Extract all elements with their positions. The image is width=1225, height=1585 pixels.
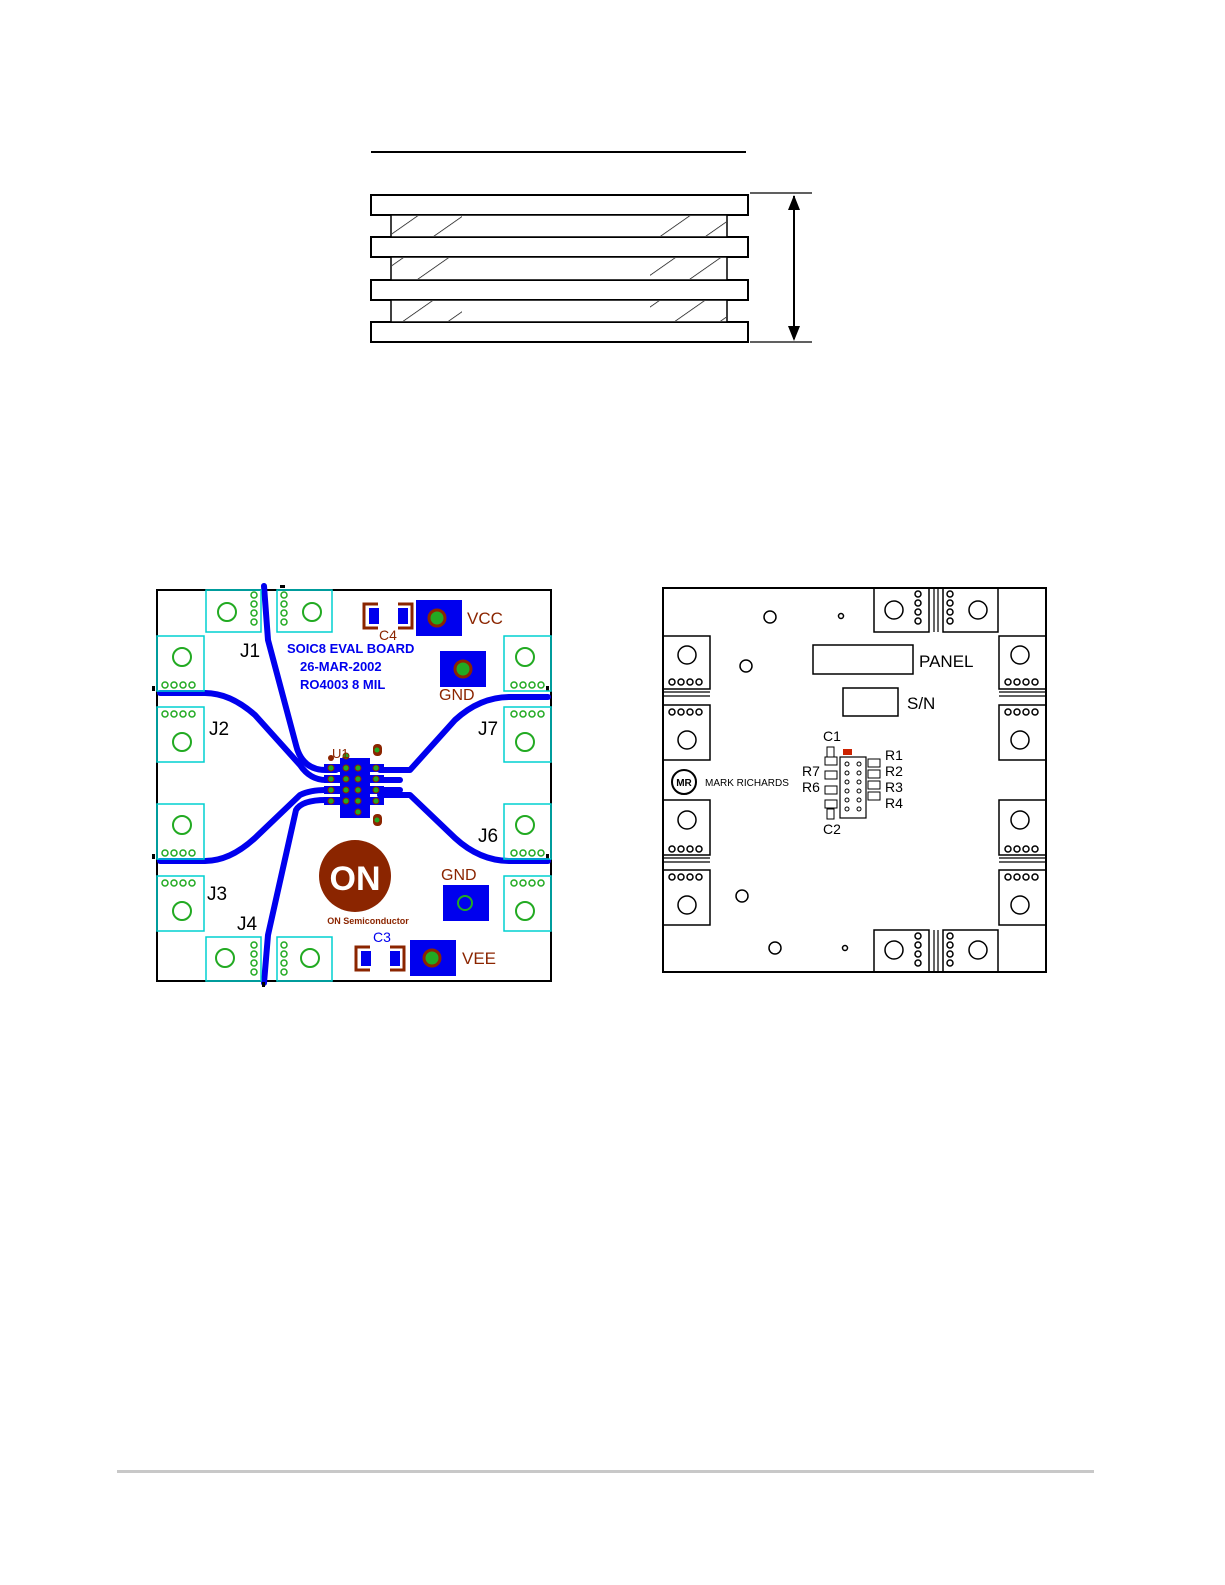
label-vcc: VCC: [467, 609, 503, 628]
copper-layer-4: [371, 322, 748, 342]
label-j2: J2: [209, 719, 229, 740]
copper-layer-1: [371, 195, 748, 215]
vee-pad: [410, 940, 456, 976]
thickness-dimension: [750, 193, 812, 342]
label-gnd-bottom: GND: [441, 867, 477, 884]
label-sn: S/N: [907, 694, 935, 713]
label-j3: J3: [207, 884, 227, 905]
top-board: ON ON Semiconductor SOIC8 EVAL BOARD 26-…: [152, 585, 551, 987]
dielectric-layer-3: [391, 300, 727, 322]
label-panel: PANEL: [919, 652, 974, 671]
on-logo-subtext: ON Semiconductor: [327, 916, 409, 926]
label-j7: J7: [478, 719, 498, 740]
copper-layer-3: [371, 280, 748, 300]
gnd-pad-bottom: [443, 885, 489, 921]
label-vee: VEE: [462, 949, 496, 968]
layer-stackup-diagram: [371, 152, 812, 342]
on-logo-text: ON: [330, 860, 381, 898]
label-c4: C4: [379, 627, 397, 643]
label-j4: J4: [237, 914, 258, 935]
label-r3: R3: [885, 779, 903, 795]
board-title-line2: 26-MAR-2002: [300, 659, 382, 674]
label-u1: U1: [332, 746, 349, 761]
maker-logo-text: MR: [676, 778, 692, 789]
label-r1: R1: [885, 747, 903, 763]
label-r6: R6: [802, 779, 820, 795]
label-j6: J6: [478, 826, 498, 847]
vcc-pad: [416, 600, 462, 636]
label-c3: C3: [373, 929, 391, 945]
copper-layer-2: [371, 237, 748, 257]
dielectric-layer-1: [391, 215, 727, 237]
label-c2: C2: [823, 821, 841, 837]
label-r2: R2: [885, 763, 903, 779]
label-mark-richards: MARK RICHARDS: [705, 778, 789, 789]
label-j1: J1: [240, 641, 260, 662]
bottom-board: MR PANEL S/N C1 R1 R7 R2 R6 R3 R4 C2 MAR…: [663, 588, 1046, 972]
label-c1: C1: [823, 728, 841, 744]
label-gnd-top: GND: [439, 687, 475, 704]
dielectric-layer-2: [391, 257, 727, 280]
gnd-pad-top: [440, 651, 486, 687]
label-r7: R7: [802, 763, 820, 779]
label-r4: R4: [885, 795, 903, 811]
board-title-line1: SOIC8 EVAL BOARD: [287, 641, 414, 656]
footer-rule: [117, 1470, 1094, 1473]
board-title-line3: RO4003 8 MIL: [300, 677, 385, 692]
